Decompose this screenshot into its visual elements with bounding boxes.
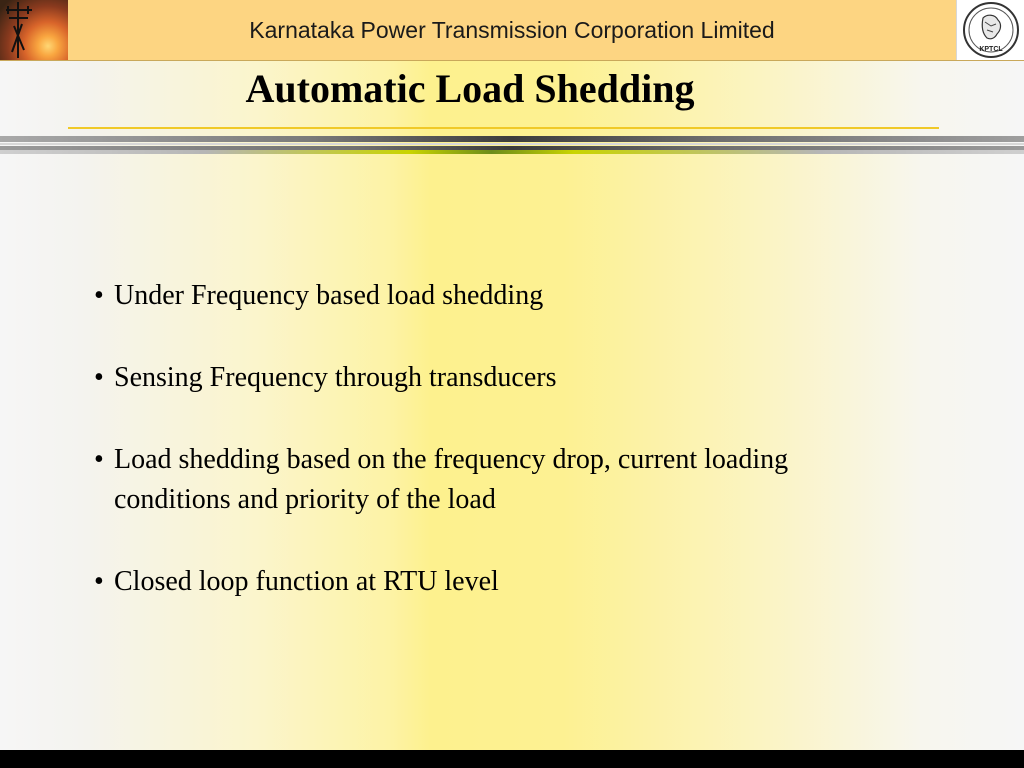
logo-text: KPTCL [979,46,1003,53]
organization-name: Karnataka Power Transmission Corporation… [249,16,775,43]
bullet-list: • Under Frequency based load shedding • … [94,276,974,644]
divider-stripe [0,150,1024,154]
divider-stripe [0,136,1024,142]
power-tower-sunset-icon [0,0,68,60]
bullet-text: Closed loop function at RTU level [114,566,499,597]
divider-stripe [0,146,1024,150]
title-underline [68,127,939,129]
bullet-mark: • [94,280,104,311]
bullet-mark: • [94,444,104,475]
header-bar: Karnataka Power Transmission Corporation… [0,0,1024,61]
bullet-item: • Sensing Frequency through transducers [94,358,974,398]
bullet-text: Under Frequency based load shedding [114,280,544,311]
kptcl-emblem-icon: KPTCL [963,2,1019,58]
bullet-item: • Under Frequency based load shedding [94,276,974,316]
bullet-item: • Closed loop function at RTU level [94,562,974,602]
bottom-bar [0,750,1024,768]
bullet-text: Sensing Frequency through transducers [114,362,557,393]
bullet-mark: • [94,362,104,393]
bullet-text: Load shedding based on the frequency dro… [114,444,789,515]
bullet-mark: • [94,566,104,597]
slide-title: Automatic Load Shedding [245,66,695,111]
divider-stripe [0,143,1024,145]
bullet-item: • Load shedding based on the frequency d… [94,440,974,520]
kptcl-logo: KPTCL [956,0,1024,60]
